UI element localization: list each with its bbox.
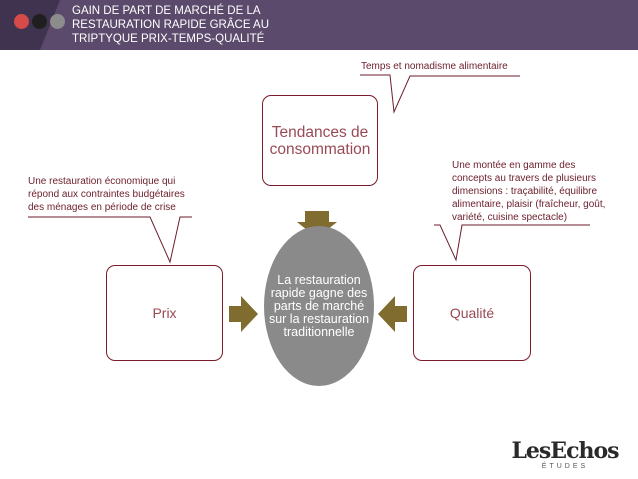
- arrow-right-icon: [229, 296, 258, 332]
- callout-connector-right: [434, 224, 590, 262]
- arrow-down-icon: [297, 211, 337, 238]
- callout-connector-top: [360, 74, 520, 114]
- center-text: La restauration rapide gagne des parts d…: [268, 272, 370, 339]
- callout-left: Une restauration économique qui répond a…: [28, 175, 200, 214]
- callout-right-text: Une montée en gamme des concepts au trav…: [452, 160, 606, 223]
- logo-sub-text: ÉTUDES: [541, 463, 589, 470]
- callout-right: Une montée en gamme des concepts au trav…: [452, 159, 616, 224]
- center-circle-shape: [264, 226, 374, 386]
- box-qualite: Qualité: [413, 265, 531, 361]
- red-dot-icon: [14, 14, 29, 29]
- callout-left-text: Une restauration économique qui répond a…: [28, 176, 185, 213]
- center-circle: La restauration rapide gagne des parts d…: [264, 226, 374, 386]
- header-bar: GAIN DE PART DE MARCHÉ DE LA RESTAURATIO…: [0, 0, 638, 50]
- box-prix-label: Prix: [152, 305, 177, 321]
- box-tendances: Tendances de consommation: [262, 95, 378, 186]
- arrow-left-icon: [378, 296, 407, 332]
- header-decoration: [0, 0, 60, 50]
- box-prix: Prix: [106, 265, 223, 361]
- callout-top-text: Temps et nomadisme alimentaire: [361, 61, 508, 72]
- callout-connector-left: [28, 216, 192, 264]
- box-tendances-label: Tendances de consommation: [269, 123, 371, 158]
- lesechos-logo: LesEchos ÉTUDES: [510, 440, 620, 470]
- box-qualite-label: Qualité: [449, 305, 495, 321]
- callout-top: Temps et nomadisme alimentaire: [361, 60, 531, 73]
- grey-dot-icon: [50, 14, 65, 29]
- page-title: GAIN DE PART DE MARCHÉ DE LA RESTAURATIO…: [72, 5, 270, 45]
- logo-main-text: LesEchos: [511, 438, 619, 464]
- black-dot-icon: [32, 14, 47, 29]
